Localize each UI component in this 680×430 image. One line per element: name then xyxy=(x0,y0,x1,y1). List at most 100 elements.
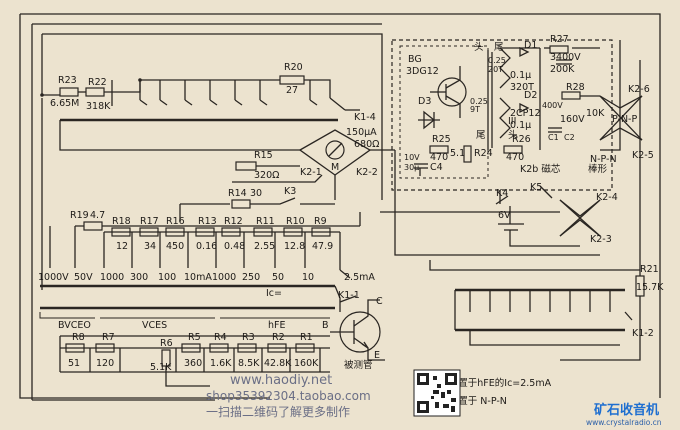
bottom-resistor-chain xyxy=(59,335,330,387)
range-100: 100 xyxy=(158,272,176,283)
range-i-50: 50 xyxy=(272,272,284,283)
r15-resistor xyxy=(232,161,300,183)
range-i-250: 250 xyxy=(242,272,260,283)
r11-value: 2.55 xyxy=(254,241,275,252)
r22-value: 318K xyxy=(86,101,111,112)
range-1000: 1000 xyxy=(100,272,124,283)
osc-coil-mid: 320T xyxy=(510,82,534,93)
gv-label: 6V xyxy=(498,210,511,221)
r25-value: 470 xyxy=(430,152,448,163)
osc-head2: 头 xyxy=(508,129,518,141)
k2-3-label: K2-3 xyxy=(590,234,612,245)
osc-d1: D1 xyxy=(524,40,537,51)
osc-diode-part: 2CP12 xyxy=(510,108,541,119)
brand-name: 矿石收音机 xyxy=(594,402,659,418)
r28-name: R28 xyxy=(566,82,585,93)
brand-url: www.crystalradio.cn xyxy=(586,418,662,427)
r6-value: 5.1K xyxy=(150,362,172,373)
osc-cap-b: 0.1μ xyxy=(510,120,531,131)
r10-name: R10 xyxy=(286,216,305,227)
socket-name: 被测管 xyxy=(344,359,373,371)
r6-name: R6 xyxy=(160,338,173,349)
oscillator-box xyxy=(391,39,613,191)
r12-name: R12 xyxy=(224,216,243,227)
k2-4-label: K2-4 xyxy=(596,192,618,203)
r19-name: R19 xyxy=(70,210,89,221)
r9-name: R9 xyxy=(314,216,327,227)
ic-eq-label: Ic= xyxy=(266,288,282,299)
r17-name: R17 xyxy=(140,216,159,227)
r24-value: 5.1 xyxy=(450,148,465,159)
r28-value: 10K xyxy=(586,108,605,119)
r21-name: R21 xyxy=(640,264,659,275)
pnp-label: P-N-P xyxy=(612,114,637,125)
range-i-10: 10 xyxy=(302,272,314,283)
r10-value: 12.8 xyxy=(284,241,305,252)
r14-label: R14 xyxy=(228,188,247,199)
r21-k1-2-comb xyxy=(454,275,645,346)
r7-name: R7 xyxy=(102,332,115,343)
note-line-2: K2置于 N-P-N xyxy=(446,396,507,407)
r9-value: 47.9 xyxy=(312,241,333,252)
bvceo-label: BVCEO xyxy=(58,320,91,331)
k2-6-label: K2-6 xyxy=(628,84,650,95)
r11-name: R11 xyxy=(256,216,275,227)
k3-label: K3 xyxy=(284,186,296,197)
r8-name: R8 xyxy=(72,332,85,343)
osc-coil-bot2: 9T xyxy=(470,105,480,114)
osc-part: 3DG12 xyxy=(406,66,439,77)
osc-d2: D2 xyxy=(524,90,537,101)
r24-name: R24 xyxy=(474,148,493,159)
osc-cap-a: 0.1μ xyxy=(510,70,531,81)
k2-1-label: K2-1 xyxy=(300,167,322,178)
r12-value: 0.48 xyxy=(224,241,245,252)
hfe-label: hFE xyxy=(268,320,286,331)
osc-160v: 160V xyxy=(560,114,585,125)
r4-name: R4 xyxy=(214,332,227,343)
r20-value: 27 xyxy=(286,85,298,96)
r27-value: 200K xyxy=(550,64,575,75)
meter-resistance: 680Ω xyxy=(354,139,379,150)
r18-name: R18 xyxy=(112,216,131,227)
shunt-chain xyxy=(49,212,361,279)
battery-switch-group xyxy=(380,150,640,271)
r5-value: 360 xyxy=(184,358,202,369)
vces-label: VCES xyxy=(142,320,167,331)
r13-name: R13 xyxy=(198,216,217,227)
npn-label: N-P-N xyxy=(590,154,617,165)
r3-name: R3 xyxy=(242,332,255,343)
osc-coil-top2: 20T xyxy=(488,65,503,74)
r14-k3 xyxy=(179,197,335,222)
k2-5-label: K2-5 xyxy=(632,150,654,161)
bus-bars xyxy=(40,284,357,312)
osc-c2: C2 xyxy=(564,133,575,142)
range-10ma: 10mA xyxy=(184,272,212,283)
k2-polarity-bridge xyxy=(599,95,643,141)
r27-name: R27 xyxy=(550,34,569,45)
r17-value: 34 xyxy=(144,241,156,252)
top-divider-chain xyxy=(40,75,331,290)
r20-name: R20 xyxy=(284,62,303,73)
r21-value: 15.7K xyxy=(636,282,664,293)
socket-e: E xyxy=(374,350,380,361)
osc-ferrite: K2b 磁芯 xyxy=(520,163,561,175)
osc-c3: 3400V xyxy=(550,52,581,63)
r14-value: 30 xyxy=(250,188,262,199)
socket-c: C xyxy=(376,296,383,307)
r19-value: 4.7 xyxy=(90,210,105,221)
watermark-site: www.haodiy.net xyxy=(230,373,332,388)
range-50v: 50V xyxy=(74,272,93,283)
r15-name: R15 xyxy=(254,150,273,161)
r26-value: 470 xyxy=(506,152,524,163)
bottom-brackets xyxy=(39,312,330,319)
osc-d3: D3 xyxy=(418,96,431,107)
r23-name: R23 xyxy=(58,75,77,86)
osc-tail2: 尾 xyxy=(476,130,486,141)
osc-c4-rating: 10V xyxy=(404,153,420,162)
osc-tail: 尾 xyxy=(494,42,504,53)
watermark-scan: 一扫描二维码了解更多制作 xyxy=(206,405,350,419)
note-line-1: K1置于hFE的Ic=2.5mA xyxy=(446,377,552,389)
r3-value: 8.5K xyxy=(238,358,260,369)
r16-value: 450 xyxy=(166,241,184,252)
